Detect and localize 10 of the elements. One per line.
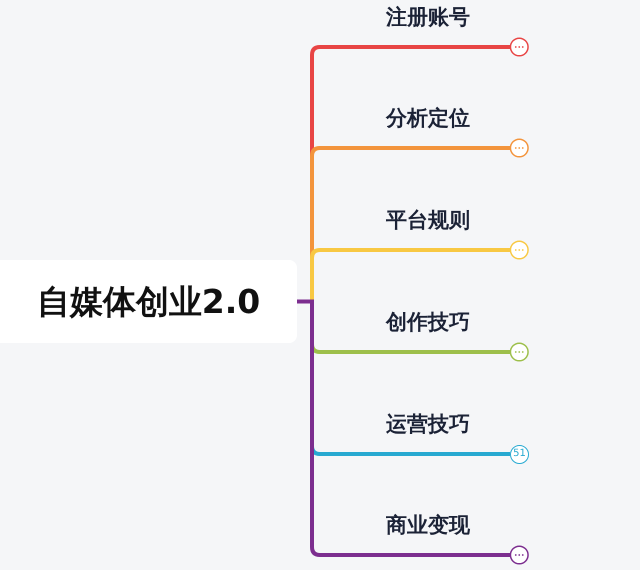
branch-topic-text: 注册账号 — [386, 4, 470, 31]
branch-line — [297, 300, 529, 565]
branch-topic-text: 创作技巧 — [386, 309, 470, 336]
branch-topic-text: 运营技巧 — [386, 411, 470, 438]
branch-topic-text: 分析定位 — [386, 105, 470, 132]
branch-topic-text: 商业变现 — [386, 512, 470, 539]
count-badge: 51 — [510, 444, 529, 464]
root-topic-text: 自媒体创业2.0 — [36, 280, 260, 323]
root-topic-box — [0, 260, 297, 343]
branch-topic-text: 平台规则 — [386, 207, 470, 234]
